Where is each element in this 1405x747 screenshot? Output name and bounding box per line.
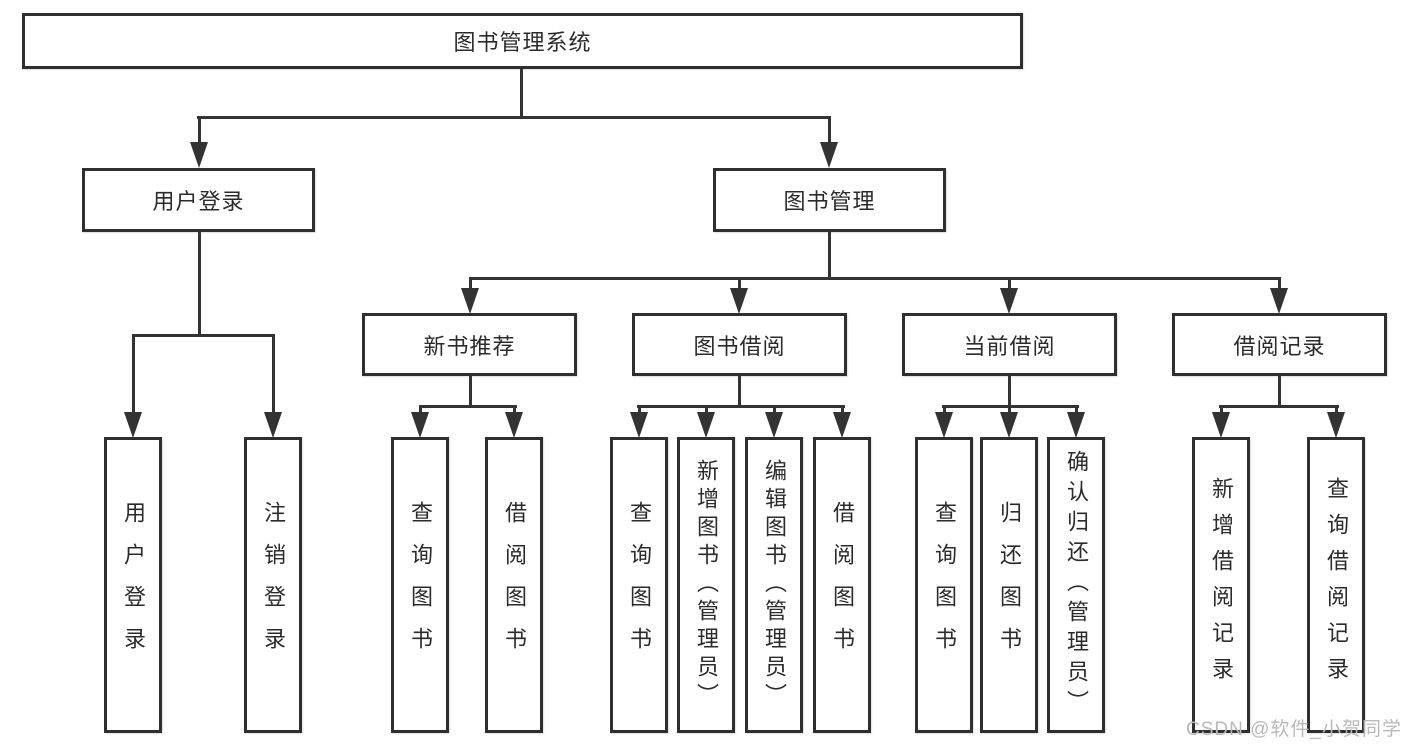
node-book-borrow: 图书借阅 xyxy=(632,313,847,376)
connector-line xyxy=(469,279,472,291)
arrowhead-down-icon xyxy=(124,412,142,438)
connector-line xyxy=(469,277,1281,280)
leaf-confirm-return-admin: 确认归还（管理员） xyxy=(1047,437,1105,733)
connector-line xyxy=(132,336,135,416)
connector-line xyxy=(419,405,517,408)
connector-line xyxy=(1008,376,1011,408)
connector-line xyxy=(942,405,1079,408)
connector-line xyxy=(198,232,201,336)
leaf-query-borrow-record: 查询借阅记录 xyxy=(1307,437,1365,733)
node-borrow-records: 借阅记录 xyxy=(1172,313,1387,376)
connector-line xyxy=(1219,405,1339,408)
arrowhead-down-icon xyxy=(765,412,783,438)
connector-line xyxy=(828,232,831,279)
connector-line xyxy=(520,69,523,118)
connector-line xyxy=(272,336,275,416)
arrowhead-down-icon xyxy=(411,412,429,438)
arrowhead-down-icon xyxy=(820,142,838,168)
leaf-add-borrow-record: 新增借阅记录 xyxy=(1192,437,1250,733)
connector-line xyxy=(1278,376,1281,408)
leaf-add-books-admin: 新增图书（管理员） xyxy=(677,437,735,733)
leaf-return-books: 归还图书 xyxy=(980,437,1038,733)
arrowhead-down-icon xyxy=(1000,412,1018,438)
arrowhead-down-icon xyxy=(630,412,648,438)
connector-line xyxy=(1008,279,1011,291)
node-current-borrow: 当前借阅 xyxy=(902,313,1117,376)
connector-line xyxy=(637,405,845,408)
arrowhead-down-icon xyxy=(1067,412,1085,438)
leaf-borrow-books: 借阅图书 xyxy=(813,437,871,733)
arrowhead-down-icon xyxy=(697,412,715,438)
connector-line xyxy=(738,376,741,408)
arrowhead-down-icon xyxy=(1270,288,1288,314)
arrowhead-down-icon xyxy=(190,142,208,168)
arrowhead-down-icon xyxy=(730,288,748,314)
connector-line xyxy=(469,376,472,408)
connector-line xyxy=(198,118,201,144)
connector-line xyxy=(738,279,741,291)
arrowhead-down-icon xyxy=(264,412,282,438)
arrowhead-down-icon xyxy=(1327,412,1345,438)
watermark: CSDN @软件_小贺同学 xyxy=(1186,719,1402,740)
node-library-management-system: 图书管理系统 xyxy=(22,13,1023,69)
arrowhead-down-icon xyxy=(935,412,953,438)
leaf-query-books-recommend: 查询图书 xyxy=(391,437,449,733)
leaf-borrow-books-recommend: 借阅图书 xyxy=(485,437,543,733)
node-new-book-recommend: 新书推荐 xyxy=(362,313,577,376)
node-user-login: 用户登录 xyxy=(82,168,315,232)
arrowhead-down-icon xyxy=(505,412,523,438)
arrowhead-down-icon xyxy=(1000,288,1018,314)
connector-line xyxy=(828,118,831,144)
leaf-query-books-borrow: 查询图书 xyxy=(610,437,668,733)
leaf-edit-books-admin: 编辑图书（管理员） xyxy=(745,437,803,733)
leaf-logout: 注销登录 xyxy=(244,437,302,733)
arrowhead-down-icon xyxy=(833,412,851,438)
arrowhead-down-icon xyxy=(1212,412,1230,438)
connector-line xyxy=(197,116,831,119)
connector-line xyxy=(132,334,275,337)
arrowhead-down-icon xyxy=(461,288,479,314)
leaf-user-login: 用户登录 xyxy=(104,437,162,733)
node-book-management: 图书管理 xyxy=(713,168,946,232)
leaf-query-books-current: 查询图书 xyxy=(915,437,973,733)
connector-line xyxy=(1278,279,1281,291)
